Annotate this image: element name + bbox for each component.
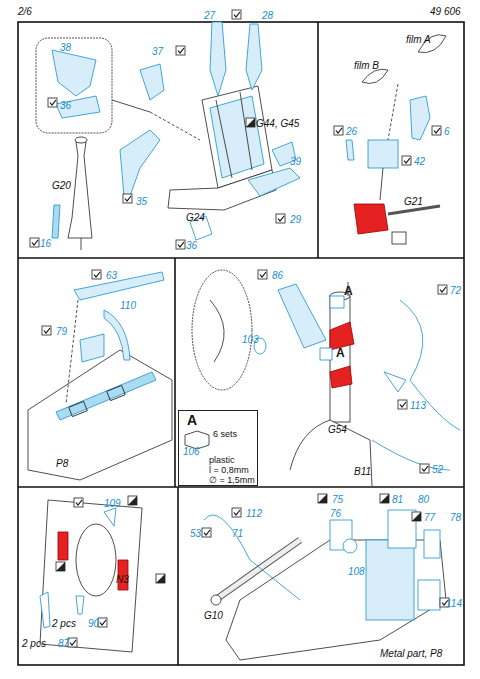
inset-text: 106: [183, 447, 200, 457]
callout-number: 90: [88, 618, 99, 629]
callout-number: 27: [204, 10, 215, 21]
callout-number: 78: [450, 512, 461, 523]
part-label: film B: [354, 60, 379, 71]
callout-number: 53: [190, 528, 201, 539]
callout-number: 29: [290, 214, 301, 225]
callout-number: 28: [262, 10, 273, 21]
callout-number: 109: [104, 498, 121, 509]
callout-number: 42: [414, 156, 425, 167]
part-label: N3: [116, 574, 129, 585]
callout-number: 36: [186, 240, 197, 251]
callout-number: 80: [418, 494, 429, 505]
callout-number: 113: [410, 400, 426, 411]
callout-number: 79: [56, 326, 67, 337]
inset-text: plastic: [209, 455, 235, 465]
part-label: 2 pcs: [52, 618, 76, 629]
inset-text: l = 0,8mm: [209, 465, 249, 475]
callout-number: 108: [348, 566, 365, 577]
callout-number: 39: [290, 156, 301, 167]
inset-box: A 6 sets 106 plasticl = 0,8mm∅ = 1,5mm: [178, 410, 258, 486]
inset-text: ∅ = 1,5mm: [209, 475, 255, 485]
callout-number: 71: [232, 528, 243, 539]
callout-number: 36: [60, 100, 71, 111]
callout-number: 26: [346, 126, 357, 137]
part-label: P8: [56, 458, 68, 469]
part-label: G21: [404, 196, 423, 207]
callout-number: 76: [330, 508, 341, 519]
callout-number: 72: [450, 285, 461, 296]
callout-number: 37: [152, 46, 163, 57]
callout-number: 52: [432, 464, 443, 475]
part-label: 49 606: [430, 6, 461, 17]
callout-number: 114: [446, 598, 462, 609]
inset-text: A: [187, 413, 197, 427]
part-label: film A: [406, 34, 431, 45]
part-label: A: [336, 348, 345, 359]
callout-number: 110: [120, 300, 136, 311]
callout-number: 6: [444, 126, 450, 137]
callout-number: 86: [272, 270, 283, 281]
callout-number: 75: [332, 494, 343, 505]
callout-number: 38: [60, 42, 71, 53]
callout-number: 81: [392, 494, 403, 505]
part-label: 2 pcs: [22, 638, 46, 649]
part-label: A: [344, 286, 353, 297]
callout-number: 87: [58, 638, 69, 649]
inset-text: 6 sets: [213, 429, 237, 439]
part-label: 2/6: [18, 6, 32, 17]
callout-number: 112: [246, 508, 262, 519]
part-label: G24: [186, 212, 205, 223]
part-label: G10: [204, 610, 223, 621]
callout-number: 16: [40, 238, 51, 249]
part-label: Metal part, P8: [380, 648, 442, 659]
callout-number: 103: [242, 334, 259, 345]
part-label: B11: [354, 466, 371, 477]
callout-number: 35: [136, 196, 147, 207]
callout-number: 63: [106, 270, 117, 281]
part-label: G44, G45: [256, 118, 299, 129]
callout-number: 77: [424, 512, 435, 523]
part-label: G20: [52, 180, 71, 191]
part-label: G54: [328, 424, 347, 435]
